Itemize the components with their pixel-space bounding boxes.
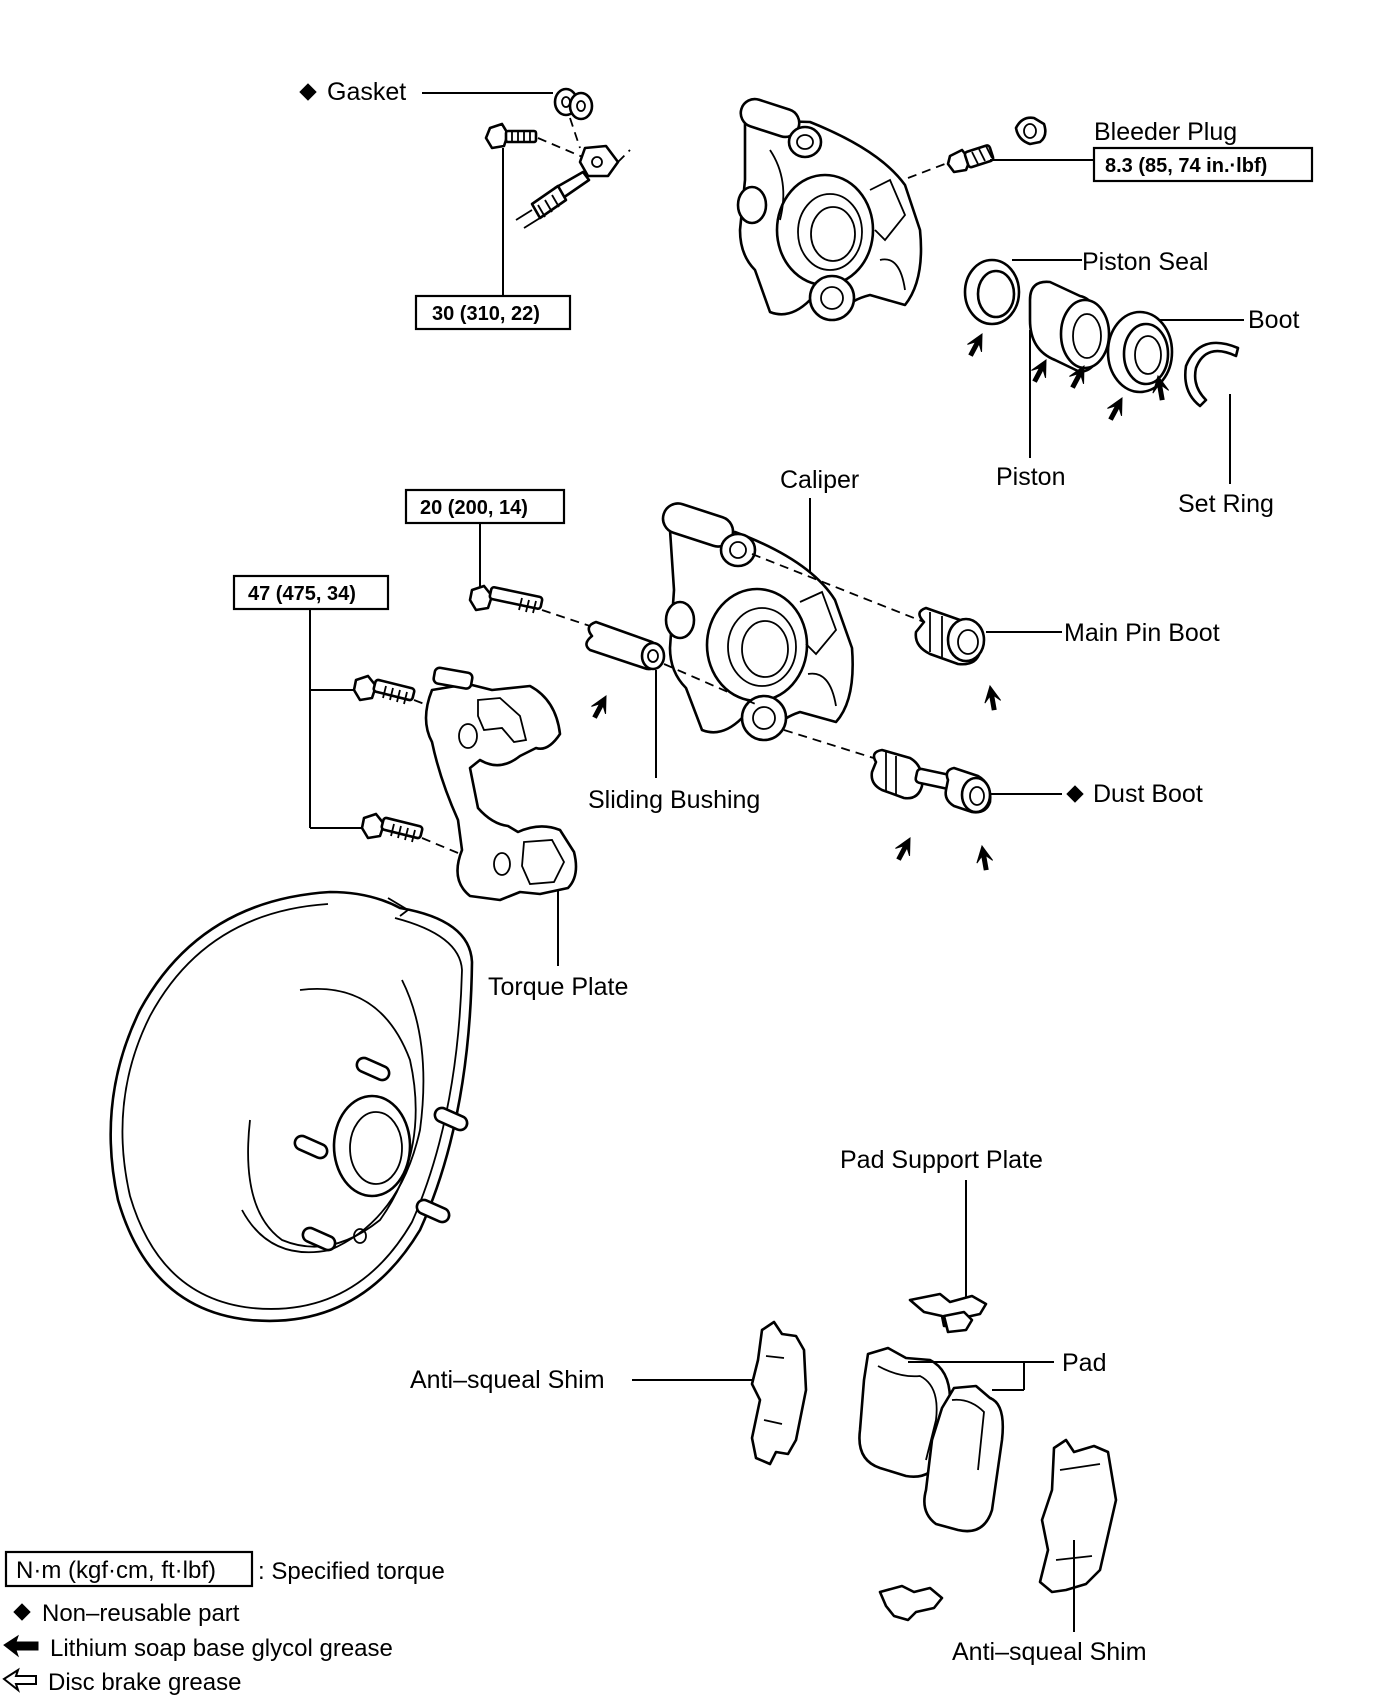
pad-support-plate-icon: [908, 1292, 988, 1328]
caliper-group: Caliper: [661, 466, 859, 742]
gasket-group: Gasket 30 (310, 22): [299, 78, 631, 331]
anti-squeal-shim-left-label: Anti–squeal Shim: [410, 1366, 605, 1394]
brake-disc-icon: [109, 890, 474, 1323]
brake-hose-icon: [515, 144, 631, 229]
slide-bolt-icon: 20 (200, 14): [404, 488, 597, 629]
legend-specified-torque: : Specified torque: [258, 1558, 445, 1585]
bleeder-torque: 8.3 (85, 74 in.·lbf): [1105, 155, 1267, 177]
slide-bolt-torque: 20 (200, 14): [420, 497, 528, 519]
anti-squeal-shim-bottom-icon: [1038, 1438, 1118, 1594]
boot-icon: Boot: [1103, 306, 1299, 424]
bleeder-plug-label: Bleeder Plug: [1094, 118, 1237, 146]
dust-boot-diamond-icon: [1066, 785, 1084, 803]
torque-plate-label: Torque Plate: [488, 973, 628, 1001]
gasket-label: Gasket: [327, 78, 406, 106]
main-pin-boot-label: Main Pin Boot: [1064, 619, 1220, 647]
legend-disc-grease: Disc brake grease: [48, 1669, 241, 1696]
main-pin-boot-icon: Main Pin Boot: [751, 553, 1220, 712]
pad-group: Pad: [858, 1346, 1106, 1533]
solid-arrow-icon: [3, 1634, 39, 1658]
torque-plate-bolt-torque-box: [232, 574, 390, 611]
grease-arrow-icon: [891, 833, 918, 864]
hollow-arrow-icon: [2, 1667, 37, 1693]
sliding-bushing-label: Sliding Bushing: [588, 786, 760, 814]
piston-label: Piston: [996, 463, 1065, 491]
grease-arrow-icon: [973, 844, 995, 872]
anti-squeal-shim-bottom-group: Anti–squeal Shim: [878, 1438, 1147, 1666]
legend-non-reusable: Non–reusable part: [42, 1600, 240, 1627]
diamond-icon: [13, 1603, 31, 1621]
grease-arrow-icon: [1027, 355, 1054, 386]
legend-lithium-grease: Lithium soap base glycol grease: [50, 1635, 393, 1662]
set-ring-label: Set Ring: [1178, 490, 1274, 518]
dust-boot-icon: Dust Boot: [783, 729, 1203, 872]
anti-squeal-shim-left-icon: [750, 1320, 808, 1466]
pad-support-plate-label: Pad Support Plate: [840, 1146, 1043, 1174]
piston-seal-label: Piston Seal: [1082, 248, 1208, 276]
anti-squeal-shim-bottom-label: Anti–squeal Shim: [952, 1638, 1147, 1666]
upper-caliper-icon: [736, 97, 923, 322]
anti-squeal-shim-left-group: Anti–squeal Shim: [410, 1320, 808, 1466]
torque-plate-group: 47 (475, 34) Torque Plate: [232, 574, 628, 1001]
bleeder-plug-icon: Bleeder Plug 8.3 (85, 74 in.·lbf): [946, 116, 1314, 183]
torque-plate-bolt-icon: [360, 812, 424, 843]
gasket-diamond-icon: [299, 83, 317, 101]
union-bolt-icon: [484, 122, 538, 150]
union-bolt-torque: 30 (310, 22): [432, 303, 540, 325]
set-ring-icon: Set Ring: [1178, 341, 1274, 518]
bleeder-torque-box: [1092, 146, 1314, 183]
sliding-bushing-icon: Sliding Bushing: [585, 620, 761, 814]
grease-arrow-icon: [1103, 393, 1130, 424]
grease-arrow-icon: [963, 329, 990, 360]
caliper-label: Caliper: [780, 466, 859, 494]
grease-arrow-icon: [981, 684, 1003, 712]
legend: N·m (kgf·cm, ft·lbf) : Specified torque …: [2, 1550, 445, 1696]
torque-plate-bolt-icon: [352, 674, 416, 705]
pad-support-plate-group: Pad Support Plate: [840, 1146, 1043, 1334]
grease-arrow-icon: [587, 691, 614, 722]
pad-label: Pad: [1062, 1349, 1106, 1377]
torque-plate-bolt-torque: 47 (475, 34): [248, 583, 356, 605]
torque-plate-icon: [424, 682, 578, 902]
piston-icon: Piston: [996, 280, 1111, 491]
union-bolt-torque-box: [414, 294, 572, 331]
legend-unit-box: [4, 1550, 254, 1588]
boot-label: Boot: [1248, 306, 1299, 334]
legend-unit-text: N·m (kgf·cm, ft·lbf): [16, 1557, 216, 1584]
piston-seal-icon: Piston Seal: [963, 248, 1208, 360]
slide-bolt-torque-box: [404, 488, 566, 525]
dust-boot-label: Dust Boot: [1093, 780, 1203, 808]
